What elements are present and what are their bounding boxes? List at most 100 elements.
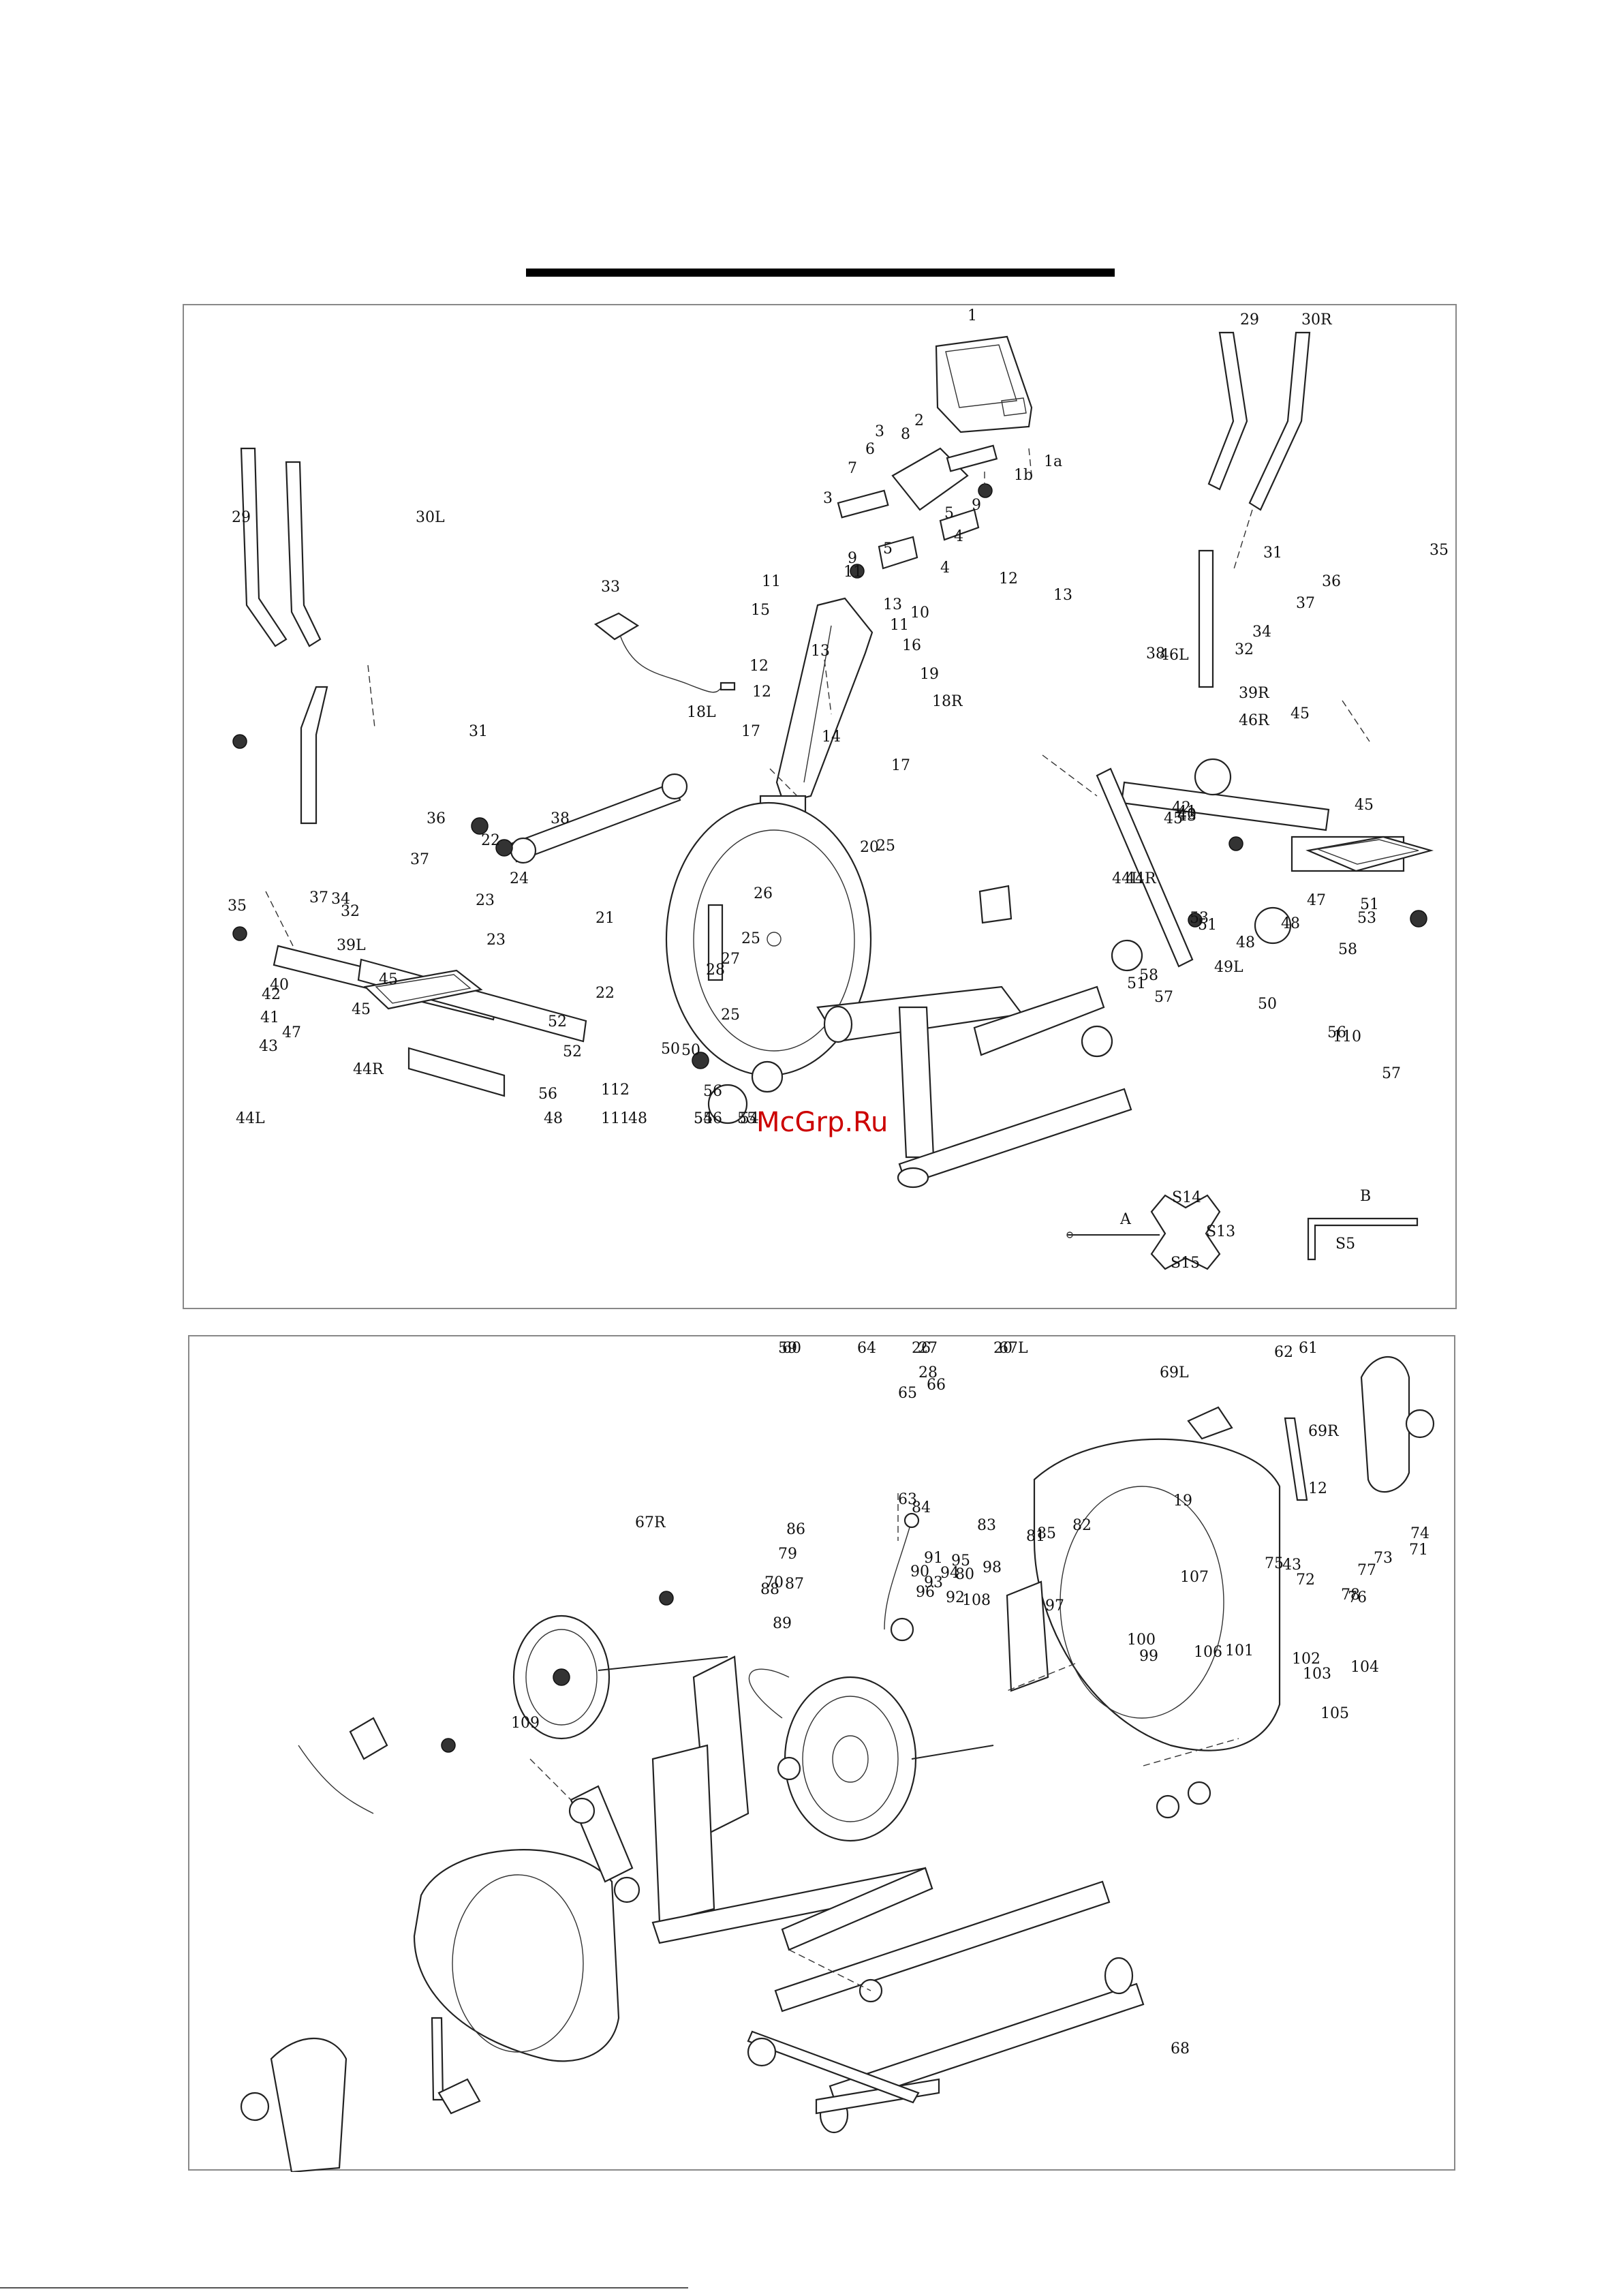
handle-right: [1096, 331, 1434, 968]
part-label-upper-23: 13: [883, 596, 902, 613]
part-label-upper-71: 41: [260, 1009, 279, 1026]
part-label-upper-7: 4: [940, 560, 950, 577]
part-label-upper-63: 37: [410, 851, 429, 868]
wrench-size-1: S14: [1172, 1189, 1201, 1206]
title-rule: [526, 269, 1115, 277]
part-label-upper-42: 25: [741, 930, 760, 947]
part-label-upper-48: 29: [1240, 311, 1259, 328]
part-label-upper-40: 24: [510, 870, 529, 887]
part-label-lower-9: 60: [782, 1340, 801, 1357]
part-label-upper-112: 56: [703, 1110, 722, 1127]
part-label-upper-5: 3: [823, 490, 833, 507]
small-parts-lower: [441, 1591, 1211, 2067]
part-label-upper-9: 5: [883, 540, 893, 557]
part-label-upper-58: 35: [228, 898, 247, 915]
part-label-upper-17: 11: [844, 564, 863, 581]
part-label-upper-8: 4: [954, 528, 963, 545]
part-label-lower-34: 83: [977, 1517, 996, 1534]
drive-pulley: [748, 1668, 994, 1842]
part-label-upper-101: 51: [1360, 896, 1379, 913]
part-label-upper-34: 20: [860, 839, 879, 856]
part-label-upper-10: 5: [944, 505, 954, 522]
part-label-upper-117: 58: [1338, 941, 1357, 958]
part-label-upper-89: 47: [282, 1024, 301, 1041]
part-label-upper-120: 111: [601, 1110, 630, 1127]
part-label-upper-76: 43: [1177, 808, 1196, 825]
part-label-lower-43: 92: [946, 1589, 965, 1606]
watermark: McGrp.Ru: [756, 1107, 888, 1138]
part-label-upper-104: 52: [563, 1043, 582, 1060]
part-label-lower-25: 74: [1410, 1525, 1429, 1542]
part-label-lower-33: 82: [1072, 1517, 1092, 1534]
tool-screwdriver: [1066, 1231, 1160, 1238]
part-label-lower-10: 61: [1299, 1340, 1318, 1357]
part-label-lower-1: 12: [1308, 1480, 1327, 1497]
part-label-upper-12: 7: [848, 460, 857, 477]
sensor-cable: [298, 1512, 920, 1814]
wrench-size-2: S13: [1206, 1223, 1235, 1240]
part-label-upper-49: 30L: [416, 509, 445, 526]
wrench-size-3: S15: [1171, 1255, 1200, 1272]
part-label-upper-22: 12: [752, 684, 771, 701]
part-label-lower-31: 80: [955, 1566, 974, 1583]
part-label-upper-118: 58: [1139, 967, 1158, 984]
part-label-upper-87: 46R: [1239, 712, 1270, 729]
part-label-upper-61: 36: [1322, 573, 1341, 590]
part-label-upper-1: 1: [968, 307, 977, 324]
part-label-lower-4: 26: [912, 1340, 931, 1357]
part-label-lower-50: 99: [1139, 1648, 1158, 1665]
part-label-upper-99: 50: [661, 1041, 680, 1058]
part-label-upper-84: 45: [1290, 705, 1310, 722]
part-label-upper-11: 6: [865, 441, 875, 458]
part-label-upper-43: 25: [721, 1007, 740, 1024]
part-label-upper-102: 51: [1127, 975, 1146, 992]
part-label-upper-68: 39R: [1239, 685, 1270, 702]
upper-assembly-drawing: A B S14 S13 S15 S5 McGrp.Ru 11a1b2334455…: [228, 307, 1449, 1272]
part-label-upper-90: 48: [1236, 934, 1255, 951]
part-label-lower-53: 102: [1292, 1651, 1320, 1668]
part-label-upper-27: 15: [751, 602, 770, 619]
console: [935, 335, 1033, 433]
part-label-lower-19: 69L: [1160, 1364, 1189, 1381]
hex-key-size: S5: [1335, 1236, 1355, 1253]
part-label-upper-111: 56: [538, 1086, 557, 1103]
part-label-lower-39: 88: [760, 1581, 779, 1598]
part-label-upper-67: 39L: [337, 937, 366, 954]
part-label-upper-108: 54: [694, 1110, 713, 1127]
bottom-rule: [0, 2287, 688, 2289]
part-label-lower-37: 86: [786, 1521, 805, 1538]
part-label-upper-53: 32: [341, 903, 360, 920]
part-label-upper-30: 17: [891, 757, 910, 774]
part-label-upper-91: 48: [628, 1110, 647, 1127]
part-label-lower-55: 104: [1350, 1659, 1379, 1676]
part-label-upper-97: 50: [681, 1042, 700, 1059]
part-label-lower-49: 98: [983, 1559, 1002, 1576]
part-label-upper-13: 8: [901, 426, 910, 443]
part-label-lower-44: 93: [924, 1574, 943, 1591]
part-label-lower-14: 65: [898, 1385, 917, 1402]
part-label-upper-4: 2: [914, 412, 924, 429]
part-label-upper-103: 52: [548, 1013, 567, 1030]
part-label-upper-88: 47: [1307, 892, 1326, 909]
part-label-upper-98: 50: [1258, 996, 1277, 1013]
part-label-lower-59: 108: [962, 1592, 991, 1609]
part-label-lower-26: 75: [1265, 1555, 1284, 1572]
part-label-upper-19: 11: [890, 617, 909, 634]
part-label-upper-82: 45: [379, 971, 398, 988]
part-label-lower-38: 87: [785, 1576, 804, 1593]
part-label-upper-86: 46L: [1160, 647, 1189, 664]
part-label-lower-28: 77: [1357, 1562, 1376, 1579]
part-label-lower-24: 73: [1374, 1550, 1393, 1567]
part-label-upper-72: 41: [1177, 803, 1196, 821]
part-label-upper-66: 38: [1146, 645, 1165, 662]
part-label-lower-54: 103: [1303, 1666, 1331, 1683]
part-label-upper-37: 22: [596, 985, 615, 1002]
part-label-upper-93: 48: [1281, 915, 1300, 932]
central-frame: [651, 1655, 933, 1944]
part-label-upper-51: 31: [469, 723, 488, 740]
handlebar-bracket: [837, 444, 998, 579]
part-label-upper-105: 53: [1357, 910, 1376, 927]
part-label-lower-45: 94: [940, 1565, 959, 1582]
part-label-upper-75: 43: [259, 1038, 278, 1055]
